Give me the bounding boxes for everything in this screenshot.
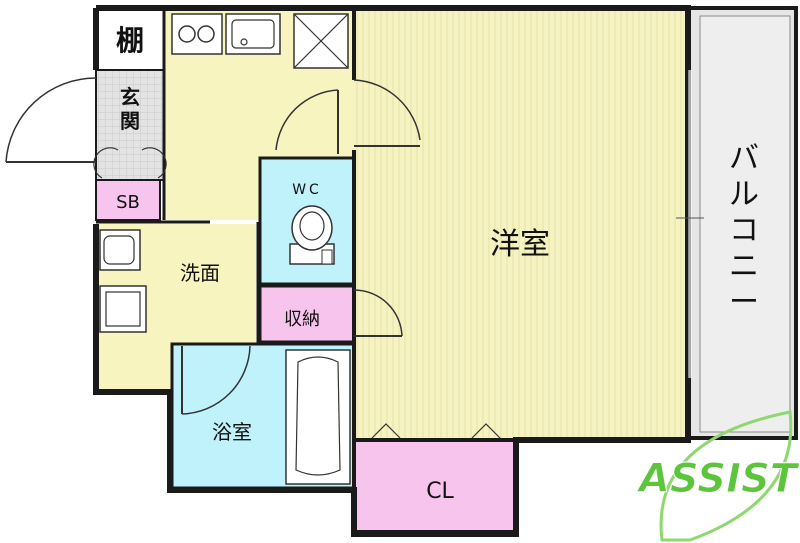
balcony-label: バルコニー: [729, 141, 759, 320]
western-room-stripes: [354, 10, 688, 440]
closet-label: CL: [426, 479, 454, 504]
closet-door-a: [371, 423, 401, 439]
storage-label: 収納: [284, 309, 320, 330]
bathroom-door-swing: [181, 345, 251, 415]
wc-label: WC: [292, 182, 322, 198]
bathroom-label: 浴室: [212, 420, 252, 444]
entrance-label: 玄関: [120, 85, 140, 133]
shoe-box-area: [95, 179, 161, 221]
corridor-area: [164, 150, 260, 220]
bathtub-inner: [295, 356, 341, 476]
closet-door-b: [471, 423, 501, 439]
toilet-seat: [299, 211, 325, 241]
wc-door-swing: [275, 89, 339, 151]
washing-machine-inner: [105, 291, 141, 327]
shoe-box-door-b: [141, 147, 167, 179]
washing-machine: [99, 285, 147, 333]
stove-burner-right: [197, 25, 215, 43]
balcony-inner: [699, 15, 791, 433]
shoe-box-label: SB: [116, 192, 140, 213]
stove-burner-left: [178, 25, 196, 43]
vanity-basin: [103, 235, 135, 265]
outer-wall: [93, 5, 691, 537]
logo-leaf-icon: [659, 410, 793, 542]
kitchen-room-door-swing: [353, 79, 421, 141]
kitchen-faucet: [240, 38, 248, 46]
assist-logo: ASSIST: [635, 410, 800, 542]
fridge-cross-b: [293, 13, 349, 69]
washroom-label: 洗面: [180, 261, 220, 285]
logo-text: ASSIST: [636, 456, 800, 502]
storage-door-swing: [353, 289, 403, 337]
toilet-bowl: [291, 205, 333, 251]
closet-area: [352, 438, 518, 534]
western-room-label: 洋室: [490, 227, 550, 262]
kitchen-sink-basin: [231, 19, 275, 49]
toilet-paper: [321, 249, 333, 265]
entrance-door-swing: [5, 77, 97, 163]
shelf-label: 棚: [116, 24, 144, 57]
shoe-box-door-a: [93, 147, 119, 179]
